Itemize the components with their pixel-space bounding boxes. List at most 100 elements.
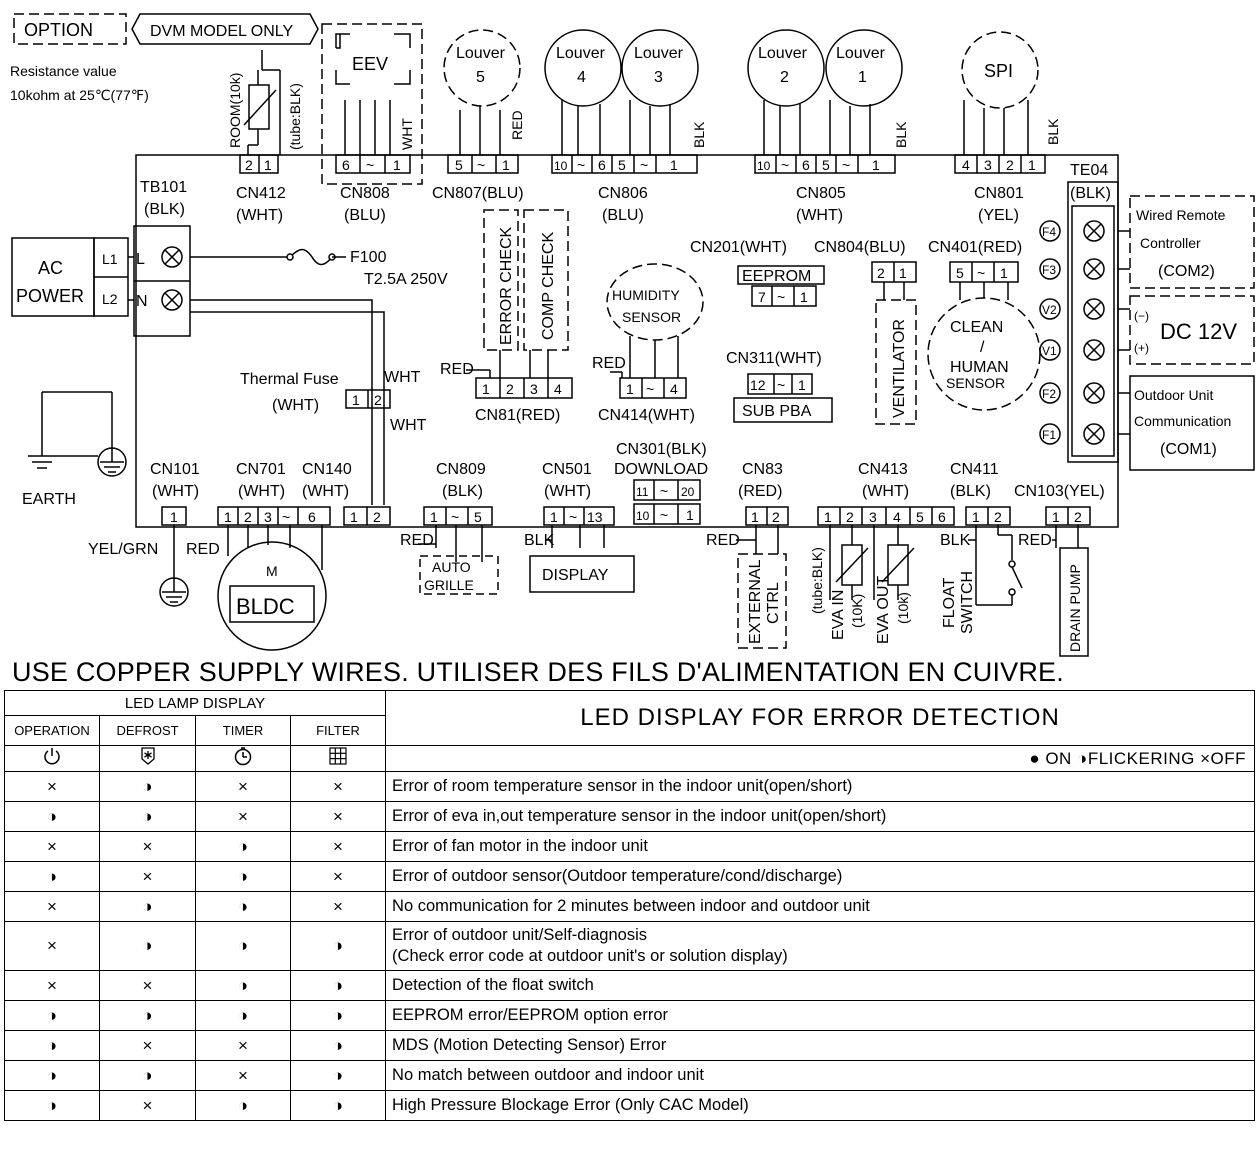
led-operation: ◑ — [4, 1090, 100, 1121]
svg-text:WHT: WHT — [390, 417, 427, 434]
svg-text:1: 1 — [670, 157, 678, 173]
svg-text:1: 1 — [626, 381, 634, 397]
table-row: × ◑ × × Error of room temperature sensor… — [4, 771, 1255, 802]
led-operation: ◑ — [4, 801, 100, 832]
svg-text:GRILLE: GRILLE — [424, 577, 474, 593]
comp-check-label: COMP CHECK — [540, 232, 557, 340]
table-row: ◑ ◑ × × Error of eva in,out temperature … — [4, 801, 1255, 832]
svg-text:(BLK): (BLK) — [442, 483, 483, 500]
svg-text:1: 1 — [482, 381, 490, 397]
connector-labels-top: TB101 (BLK) CN412 (WHT) CN808 (BLU) CN80… — [140, 162, 1108, 224]
led-defrost: ◑ — [99, 921, 196, 971]
svg-text:Louver: Louver — [634, 45, 684, 62]
svg-text:SENSOR: SENSOR — [622, 309, 681, 325]
led-defrost: × — [99, 1030, 196, 1061]
check-jumpers: ERROR CHECK COMP CHECK RED 1 2 3 4 CN81(… — [440, 209, 573, 424]
svg-text:~: ~ — [640, 157, 648, 173]
svg-text:1: 1 — [686, 507, 694, 523]
svg-text:YEL/GRN: YEL/GRN — [88, 541, 158, 558]
svg-text:~: ~ — [977, 265, 985, 281]
svg-text:5: 5 — [916, 509, 924, 525]
error-description: Error of eva in,out temperature sensor i… — [385, 801, 1255, 832]
svg-text:RED: RED — [400, 532, 434, 549]
led-timer: ◑ — [195, 1000, 291, 1031]
svg-text:FLOAT: FLOAT — [941, 577, 958, 628]
svg-text:~: ~ — [366, 157, 374, 173]
led-filter: ◑ — [289, 1030, 387, 1061]
svg-text:RED: RED — [592, 355, 626, 372]
led-operation: × — [4, 831, 100, 862]
svg-text:Thermal Fuse: Thermal Fuse — [240, 371, 339, 388]
terminal-rows: F4 F3 V2 V1 F2 F1 — [1039, 220, 1105, 445]
svg-text:~: ~ — [477, 157, 485, 173]
led-filter: ◑ — [289, 1000, 387, 1031]
fan-motor: YEL/GRN RED M BLDC — [88, 525, 327, 651]
svg-text:SUB PBA: SUB PBA — [742, 403, 812, 420]
option-legend: OPTION DVM MODEL ONLY Resistance value 1… — [10, 13, 319, 103]
svg-text:BLK: BLK — [691, 121, 707, 148]
svg-text:CN805: CN805 — [796, 185, 846, 202]
svg-text:(WHT): (WHT) — [796, 207, 843, 224]
wiring-diagram: OPTION DVM MODEL ONLY Resistance value 1… — [10, 13, 1255, 657]
thermal-fuse: Thermal Fuse (WHT) 1 2 WHT WHT — [240, 369, 427, 434]
svg-text:F4: F4 — [1042, 225, 1056, 239]
svg-text:CN808: CN808 — [340, 185, 390, 202]
svg-text:(10k): (10k) — [895, 592, 911, 624]
svg-text:~: ~ — [660, 483, 668, 499]
svg-text:(BLK): (BLK) — [950, 483, 991, 500]
eev-connector: EEV WHT 6 ~ 1 — [321, 23, 423, 185]
svg-text:3: 3 — [264, 509, 272, 525]
svg-text:CN411: CN411 — [950, 461, 999, 478]
cn805-connector: 10 ~ 6 5 ~ 1 — [754, 154, 896, 174]
svg-text:CN311(WHT): CN311(WHT) — [726, 350, 822, 367]
svg-text:L2: L2 — [102, 291, 118, 307]
svg-text:EVA IN: EVA IN — [830, 590, 847, 640]
svg-text:T2.5A 250V: T2.5A 250V — [364, 271, 448, 288]
led-timer: ◑ — [195, 921, 291, 971]
svg-text:1: 1 — [502, 157, 510, 173]
led-error-table: LED LAMP DISPLAY LED DISPLAY FOR ERROR D… — [3, 690, 1255, 1121]
svg-text:CN103(YEL): CN103(YEL) — [1014, 483, 1105, 500]
dvm-label: DVM MODEL ONLY — [150, 23, 293, 40]
svg-text:Louver: Louver — [556, 45, 606, 62]
error-description: MDS (Motion Detecting Sensor) Error — [385, 1030, 1255, 1061]
error-description: EEPROM error/EEPROM option error — [385, 1000, 1255, 1031]
svg-text:(COM2): (COM2) — [1158, 263, 1215, 280]
svg-text:(BLU): (BLU) — [344, 207, 386, 224]
svg-text:4: 4 — [554, 381, 562, 397]
svg-text:6: 6 — [308, 509, 316, 525]
svg-text:CN804(BLU): CN804(BLU) — [814, 239, 906, 256]
led-timer: × — [195, 1060, 291, 1091]
led-timer: × — [195, 771, 291, 802]
table-row: ◑ ◑ ◑ ◑ EEPROM error/EEPROM option error — [4, 1000, 1255, 1031]
svg-text:~: ~ — [282, 509, 290, 525]
svg-text:CN101: CN101 — [150, 461, 200, 478]
svg-text:(WHT): (WHT) — [302, 483, 349, 500]
svg-text:2: 2 — [373, 509, 381, 525]
svg-text:(10K): (10K) — [849, 594, 865, 628]
led-timer: × — [195, 801, 291, 832]
svg-text:CN401(RED): CN401(RED) — [928, 239, 1022, 256]
led-lamp-display-header: LED LAMP DISPLAY — [3, 690, 387, 716]
svg-text:CN806: CN806 — [598, 185, 648, 202]
svg-text:TB101: TB101 — [140, 179, 187, 196]
eev-label: EEV — [352, 54, 388, 74]
louver-4: Louver 4 — [544, 29, 622, 155]
ventilator: 2 1 VENTILATOR — [871, 261, 917, 425]
svg-text:CN412: CN412 — [236, 185, 286, 202]
led-operation: ◑ — [4, 1060, 100, 1091]
led-filter: ◑ — [289, 921, 387, 971]
svg-text:1: 1 — [872, 157, 880, 173]
led-timer: ◑ — [195, 970, 291, 1001]
svg-text:(BLU): (BLU) — [602, 207, 644, 224]
svg-text:1: 1 — [170, 509, 178, 525]
svg-text:1: 1 — [899, 265, 907, 281]
led-filter: × — [289, 801, 387, 832]
svg-text:(WHT): (WHT) — [862, 483, 909, 500]
led-operation: × — [4, 891, 100, 922]
drain-pump: RED DRAIN PUMP — [1018, 525, 1089, 657]
svg-text:CN801: CN801 — [974, 185, 1024, 202]
error-description: Error of room temperature sensor in the … — [385, 771, 1255, 802]
svg-text:1: 1 — [1000, 265, 1008, 281]
svg-text:1: 1 — [264, 157, 272, 173]
